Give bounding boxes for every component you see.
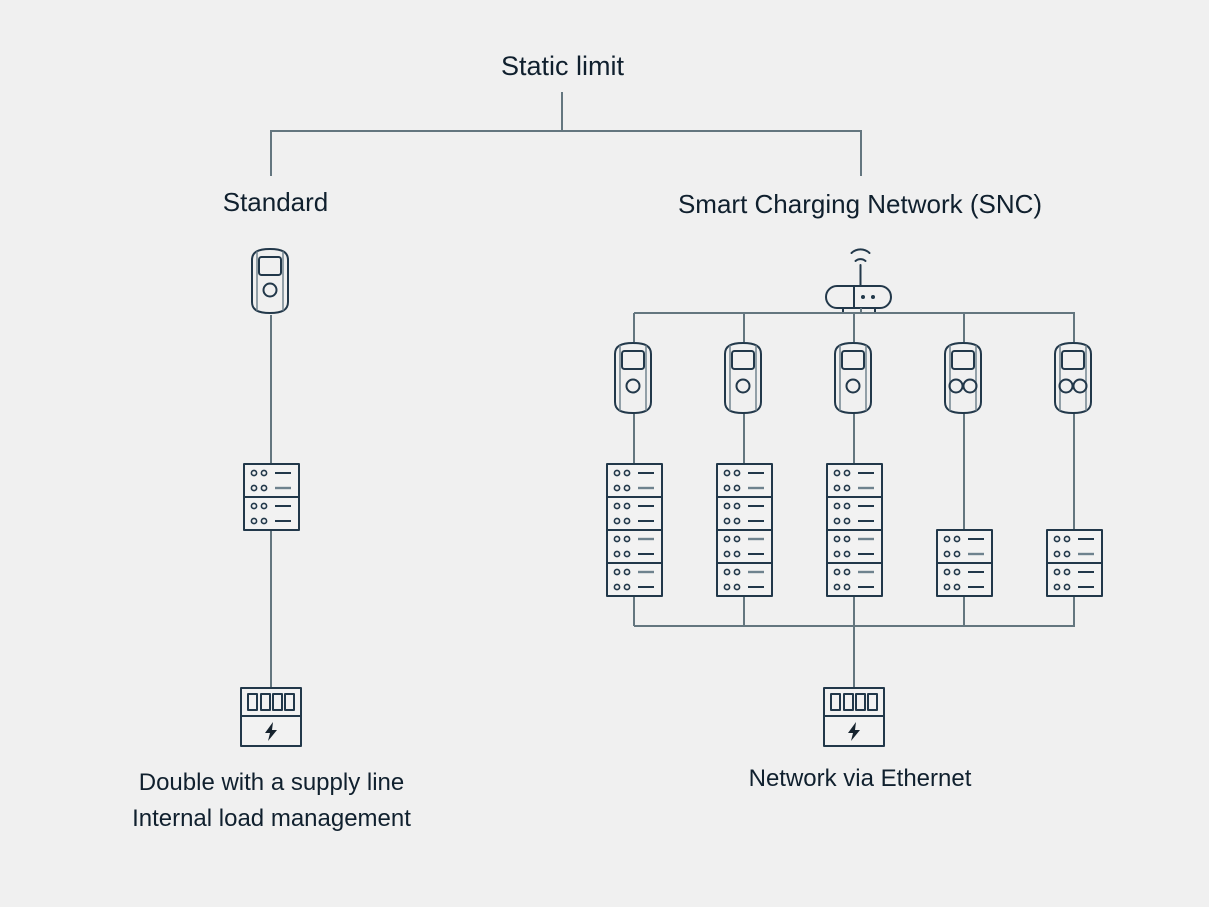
page-title: Static limit: [500, 51, 625, 81]
branch-caption-snc: Network via Ethernet: [748, 765, 972, 792]
charging-station-icon: [834, 342, 872, 414]
network-switch-icon: [716, 463, 773, 597]
network-switch-icon: [243, 463, 300, 531]
power-meter-icon: [240, 687, 302, 747]
wifi-signal-icon: [850, 248, 871, 262]
charging-station-icon: [251, 248, 289, 314]
branch-heading-snc: Smart Charging Network (SNC): [677, 189, 1043, 219]
charging-station-dual-icon: [944, 342, 982, 414]
lightning-bolt-icon: [265, 722, 277, 741]
power-meter-icon: [823, 687, 885, 747]
network-switch-icon: [936, 529, 993, 597]
branch-caption-standard: Double with a supply line Internal load …: [132, 769, 411, 833]
charging-station-dual-icon: [1054, 342, 1092, 414]
network-switch-icon: [826, 463, 883, 597]
snc-branch-group: [606, 248, 1103, 747]
wifi-router-icon: [825, 248, 892, 314]
lightning-bolt-icon: [848, 722, 860, 741]
top-tree-connector: [270, 92, 862, 176]
network-switch-icon: [606, 463, 663, 597]
standard-branch-group: [240, 248, 302, 747]
network-switch-icon: [1046, 529, 1103, 597]
charging-station-icon: [614, 342, 652, 414]
branch-heading-standard: Standard: [222, 187, 329, 217]
charging-station-icon: [724, 342, 762, 414]
